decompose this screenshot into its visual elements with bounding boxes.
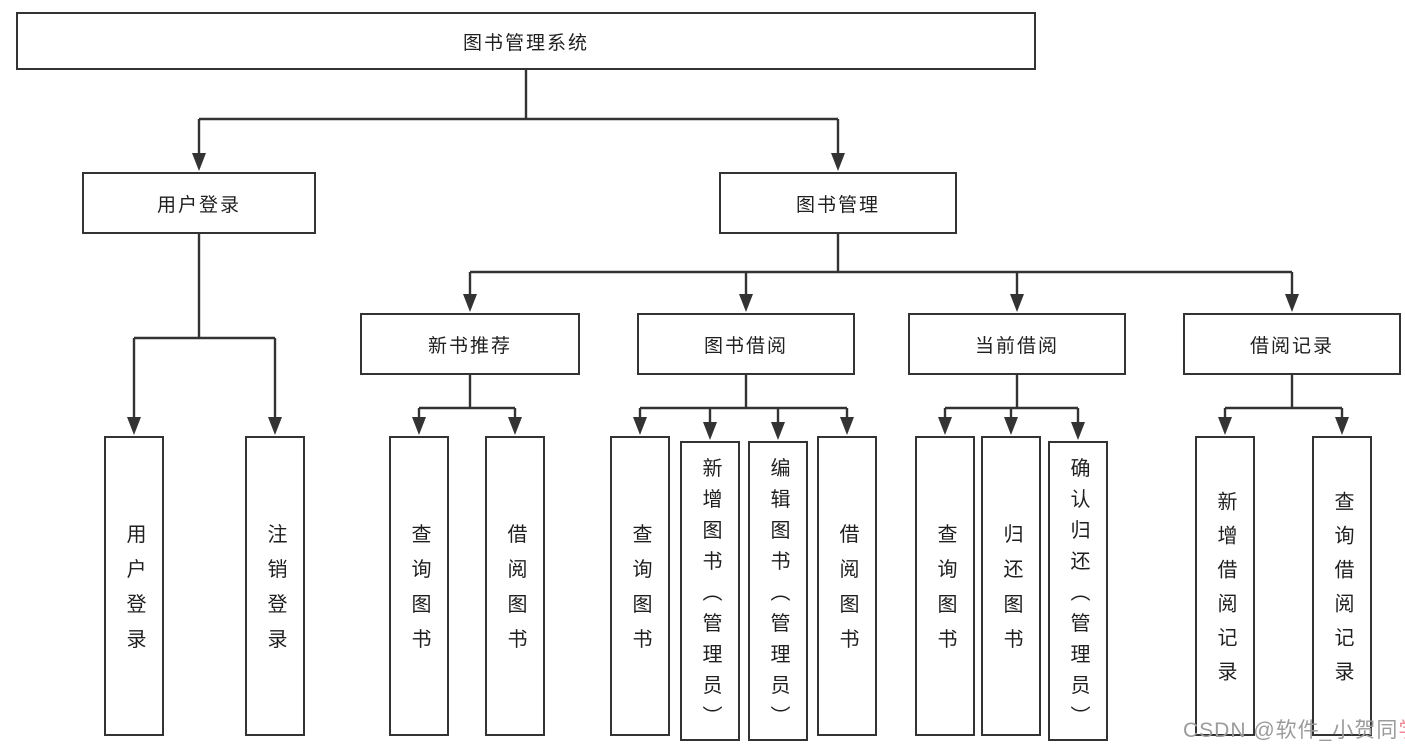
csdn-watermark: CSDN @软件_小贺同学 <box>1183 714 1405 744</box>
node-label: 新书推荐 <box>427 335 512 357</box>
node-library-management-system: 图书管理系统 <box>16 12 1036 70</box>
node-leaf-query-books-borrowing: 查询图书 <box>610 436 670 736</box>
node-label: 归还图书 <box>1000 523 1022 664</box>
watermark-accent: 学 <box>1398 719 1405 742</box>
node-label: 当前借阅 <box>974 335 1059 357</box>
node-label: 用户登录 <box>156 194 241 216</box>
node-label: 借阅图书 <box>504 523 526 664</box>
node-leaf-add-borrow-record: 新增借阅记录 <box>1195 436 1255 736</box>
node-label: 查询图书 <box>408 523 430 664</box>
node-label: 图书借阅 <box>703 335 788 357</box>
node-leaf-logout: 注销登录 <box>245 436 305 736</box>
node-label: 确认归还（管理员） <box>1067 457 1089 736</box>
node-label: 借阅记录 <box>1249 335 1334 357</box>
node-label: 注销登录 <box>264 523 286 664</box>
node-leaf-borrow-books-recommend: 借阅图书 <box>485 436 545 736</box>
node-label: 查询借阅记录 <box>1331 491 1353 695</box>
node-label: 图书管理系统 <box>462 32 589 54</box>
node-new-book-recommendation: 新书推荐 <box>360 313 580 375</box>
node-current-borrowing: 当前借阅 <box>908 313 1126 375</box>
node-leaf-return-books: 归还图书 <box>981 436 1041 736</box>
node-label: 查询图书 <box>934 523 956 664</box>
node-label: 新增图书（管理员） <box>699 457 721 736</box>
node-label: 编辑图书（管理员） <box>767 457 789 736</box>
node-leaf-query-books-current: 查询图书 <box>915 436 975 736</box>
node-book-management: 图书管理 <box>719 172 957 234</box>
node-book-borrowing: 图书借阅 <box>637 313 855 375</box>
node-label: 借阅图书 <box>836 523 858 664</box>
node-leaf-query-borrow-record: 查询借阅记录 <box>1312 436 1372 736</box>
node-leaf-confirm-return-admin: 确认归还（管理员） <box>1048 441 1108 741</box>
node-label: 用户登录 <box>123 523 145 664</box>
node-label: 新增借阅记录 <box>1214 491 1236 695</box>
node-label: 查询图书 <box>629 523 651 664</box>
node-leaf-user-login: 用户登录 <box>104 436 164 736</box>
node-borrowing-records: 借阅记录 <box>1183 313 1401 375</box>
node-label: 图书管理 <box>795 194 880 216</box>
node-user-login-group: 用户登录 <box>82 172 316 234</box>
node-leaf-add-books-admin: 新增图书（管理员） <box>680 441 740 741</box>
node-leaf-edit-books-admin: 编辑图书（管理员） <box>748 441 808 741</box>
node-leaf-query-books-recommend: 查询图书 <box>389 436 449 736</box>
node-leaf-borrow-books: 借阅图书 <box>817 436 877 736</box>
watermark-text: CSDN @软件_小贺同 <box>1183 719 1399 742</box>
